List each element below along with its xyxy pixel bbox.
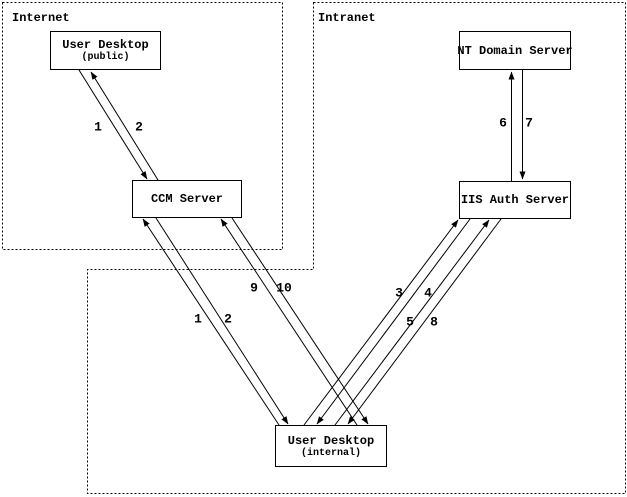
arrow-step2-ccm-to-public bbox=[90, 71, 159, 181]
flow-label-5: 5 bbox=[406, 314, 414, 330]
node-nt-domain-server-title: NT Domain Server bbox=[457, 43, 573, 58]
arrow-step1-internal-to-ccm bbox=[142, 218, 280, 426]
node-ccm-server: CCM Server bbox=[132, 180, 242, 218]
flow-label-2-internal: 2 bbox=[224, 311, 232, 327]
intranet-zone-border bbox=[87, 2, 626, 494]
arrow-step10-ccm-to-internal bbox=[231, 217, 369, 425]
flow-label-1-internal: 1 bbox=[194, 311, 202, 327]
flow-label-8: 8 bbox=[430, 314, 438, 330]
node-iis-auth-server: IIS Auth Server bbox=[459, 181, 571, 219]
node-user-desktop-internal-title: User Desktop bbox=[287, 433, 375, 448]
flow-label-7: 7 bbox=[525, 115, 533, 131]
arrow-step4-iis-to-internal bbox=[316, 218, 471, 425]
node-user-desktop-public: User Desktop (public) bbox=[50, 31, 161, 70]
flow-label-2-public: 2 bbox=[135, 119, 143, 135]
internet-zone-label: Internet bbox=[12, 11, 70, 25]
arrow-step3-internal-to-iis bbox=[303, 219, 459, 426]
intranet-zone-label: Intranet bbox=[318, 11, 376, 25]
node-iis-auth-server-title: IIS Auth Server bbox=[460, 193, 570, 207]
flow-label-6: 6 bbox=[499, 115, 507, 131]
node-user-desktop-internal-subtitle: (internal) bbox=[300, 447, 361, 459]
flow-label-3: 3 bbox=[395, 285, 403, 301]
internet-zone-border bbox=[2, 2, 283, 250]
node-user-desktop-public-title: User Desktop bbox=[62, 38, 149, 52]
arrow-step9-internal-to-ccm bbox=[220, 218, 358, 426]
flow-label-10: 10 bbox=[276, 280, 292, 296]
flow-label-9: 9 bbox=[250, 280, 258, 296]
arrow-step5-internal-to-iis bbox=[334, 219, 490, 426]
node-user-desktop-internal: User Desktop (internal) bbox=[275, 425, 387, 467]
node-ccm-server-title: CCM Server bbox=[150, 192, 223, 206]
arrow-step1-public-to-ccm bbox=[78, 69, 148, 180]
arrow-step2-ccm-to-internal bbox=[155, 217, 289, 425]
arrow-step8-iis-to-internal bbox=[347, 218, 502, 425]
node-user-desktop-public-subtitle: (public) bbox=[81, 52, 130, 63]
flow-label-4: 4 bbox=[424, 285, 432, 301]
flow-label-1-public: 1 bbox=[94, 119, 102, 135]
node-nt-domain-server: NT Domain Server bbox=[457, 31, 573, 70]
